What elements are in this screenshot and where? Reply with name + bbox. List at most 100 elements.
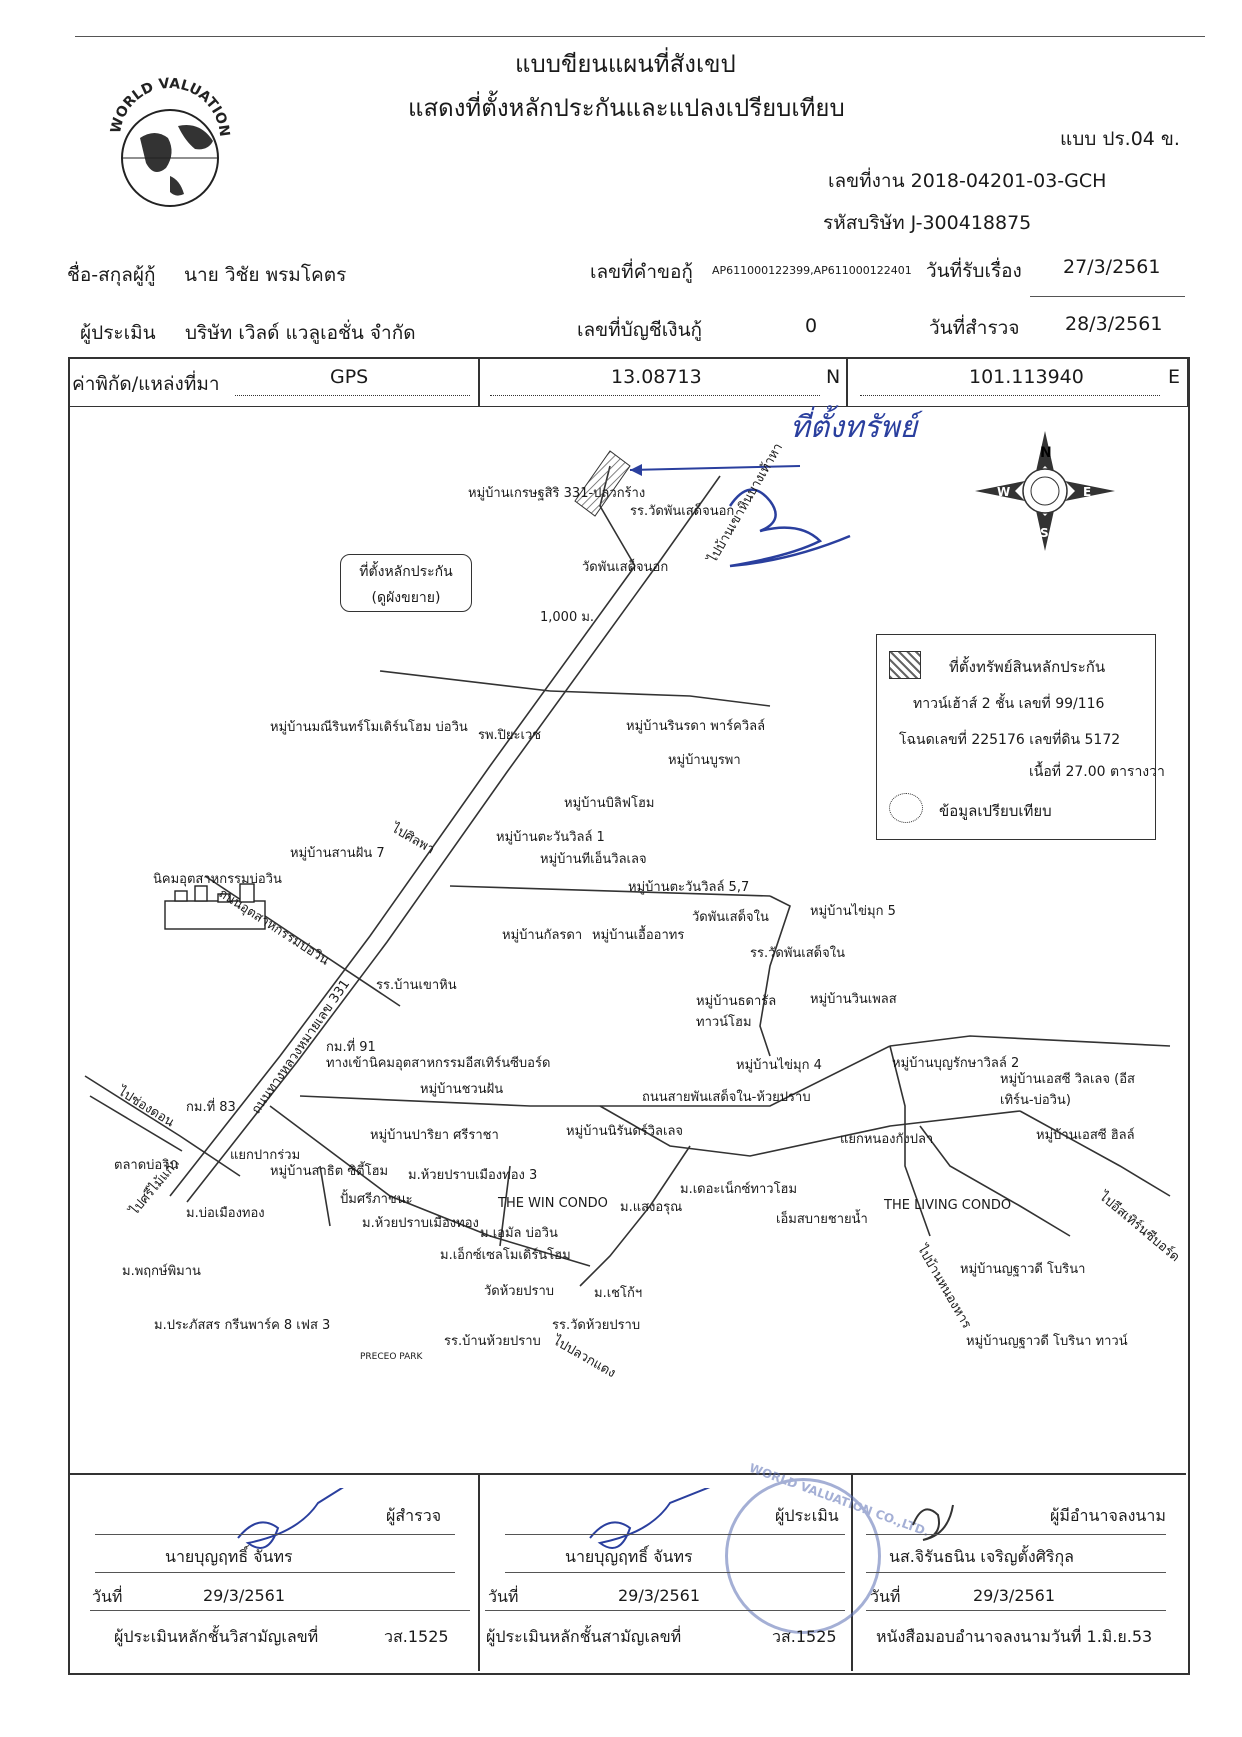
surveyor-date: 29/3/2561 bbox=[203, 1586, 286, 1605]
appraiser-license-label: ผู้ประเมินหลักชั้นสามัญเลขที่ bbox=[486, 1627, 682, 1646]
appraiser-license: วส.1525 bbox=[772, 1627, 837, 1646]
road-eastern-seaboard bbox=[1019, 1110, 1171, 1197]
map-label: ม.เอมัล บ่อวิน bbox=[480, 1226, 558, 1241]
road-chong-don-2 bbox=[89, 1095, 183, 1152]
legend-line-2: โฉนดเลขที่ 225176 เลขที่ดิน 5172 bbox=[899, 732, 1121, 748]
footer-top-rule bbox=[68, 1473, 1186, 1475]
map-label: หมู่บ้านนิรันดร์วิลเลจ bbox=[566, 1124, 684, 1139]
appraiser-role: ผู้ประเมิน bbox=[775, 1506, 839, 1525]
page-title: แบบขียนแผนที่สังเขป bbox=[515, 50, 736, 78]
map-label: ม.แสงอรุณ bbox=[620, 1200, 683, 1215]
map-label: THE WIN CONDO bbox=[498, 1196, 608, 1211]
signature-surveyor bbox=[228, 1477, 368, 1562]
signature-authorized bbox=[905, 1495, 965, 1559]
map-label: หมู่บ้านวินเพลส bbox=[810, 992, 897, 1007]
latitude: 13.08713 bbox=[611, 366, 702, 388]
appraiser-name: บริษัท เวิลด์ แวลูเอชั่น จำกัด bbox=[185, 322, 416, 344]
legend-compare: ข้อมูลเปรียบเทียบ bbox=[939, 802, 1052, 820]
compass-w: W bbox=[997, 485, 1010, 499]
compass-s: S bbox=[1040, 526, 1049, 540]
map-label: ม.ประภัสสร กรีนพาร์ค 8 เฟส 3 bbox=[154, 1318, 331, 1333]
appraiser-signer-name: นายบุญฤทธิ์ จันทร bbox=[565, 1547, 693, 1566]
survey-date: 28/3/2561 bbox=[1065, 313, 1163, 335]
name-line-3 bbox=[866, 1572, 1166, 1573]
compass-e: E bbox=[1083, 485, 1091, 499]
legend-collateral: ที่ตั้งทรัพย์สินหลักประกัน bbox=[949, 658, 1106, 676]
map-label: หมู่บ้านสานฝัน 7 bbox=[290, 846, 385, 861]
road-branch-1 bbox=[379, 670, 551, 692]
authorized-date: 29/3/2561 bbox=[973, 1586, 1056, 1605]
footer-divider-1 bbox=[478, 1473, 480, 1671]
road-tawan bbox=[449, 885, 771, 897]
legend-line-1: ทาวน์เฮ้าส์ 2 ชั้น เลขที่ 99/116 bbox=[913, 696, 1105, 712]
longitude-unit: E bbox=[1168, 366, 1181, 388]
world-valuation-logo: WORLD VALUATION bbox=[100, 68, 240, 208]
map-label: หมู่บ้านรินรดา พาร์ควิลล์ bbox=[626, 719, 766, 734]
road-chuan-fan bbox=[299, 1045, 891, 1107]
map-legend: ที่ตั้งทรัพย์สินหลักประกัน ทาวน์เฮ้าส์ 2… bbox=[876, 634, 1165, 840]
road-south-east bbox=[919, 1125, 1071, 1237]
map-label: เอ็มสบายชายน้ำ bbox=[776, 1212, 868, 1227]
coords-source-dots bbox=[235, 395, 470, 396]
map-area: N S E W ที่ตั้งหลักประกัน (ดูผังขยาย) 1,… bbox=[70, 406, 1184, 1472]
road-chong-don bbox=[84, 1075, 241, 1177]
date-line-1 bbox=[90, 1610, 470, 1611]
map-label: นิคมอุตสาหกรรมบ่อวิน bbox=[153, 872, 282, 887]
map-label: หมู่บ้านเอสซี ฮิลล์ bbox=[1036, 1128, 1135, 1143]
map-label: ม.เอ็กซ์เซลโมเดิร์นโฮม bbox=[440, 1248, 571, 1263]
distance-label: 1,000 ม. bbox=[540, 610, 595, 625]
sign-line-3 bbox=[866, 1534, 1166, 1535]
map-label: ตลาดบ่อวิน bbox=[114, 1158, 179, 1173]
company-stamp: WORLD VALUATION CO.,LTD. bbox=[725, 1461, 931, 1634]
map-label: หมู่บ้านบุญรักษาวิลล์ 2 bbox=[892, 1056, 1020, 1071]
authorized-date-label: วันที่ bbox=[870, 1587, 901, 1606]
document-frame bbox=[68, 357, 1190, 1675]
pointer-arrowhead bbox=[630, 464, 642, 476]
map-label: หมู่บ้านชวนฝัน bbox=[420, 1082, 504, 1097]
borrower-label: ชื่อ-สกุลผู้กู้ bbox=[67, 264, 156, 286]
received-date-underline bbox=[1030, 296, 1185, 297]
compass-n: N bbox=[1040, 445, 1052, 461]
coords-lon-cell bbox=[846, 357, 1188, 407]
coords-source: GPS bbox=[330, 366, 369, 388]
map-label: ม.เดอะเน็กซ์ทาวโฮม bbox=[680, 1182, 798, 1197]
form-code: แบบ ปร.04 ข. bbox=[1060, 128, 1180, 150]
map-label: หมู่บ้านญฐาวดี โบรินา ทาวน์ bbox=[966, 1334, 1128, 1349]
survey-date-label: วันที่สำรวจ bbox=[929, 317, 1020, 339]
legend-line-3: เนื้อที่ 27.00 ตารางวา bbox=[1029, 764, 1165, 780]
received-date: 27/3/2561 bbox=[1063, 256, 1161, 278]
signature-appraiser bbox=[580, 1482, 730, 1562]
coords-lat-cell bbox=[478, 357, 848, 407]
map-label: รร.บ้านเขาหิน bbox=[376, 978, 457, 993]
signature-scribble bbox=[728, 488, 851, 568]
handwritten-note: ที่ตั้งทรัพย์ bbox=[790, 410, 918, 445]
highway-331-right bbox=[186, 571, 653, 1203]
road-huaypraab bbox=[579, 1145, 691, 1287]
coords-source-cell bbox=[68, 357, 480, 407]
name-line-1 bbox=[95, 1572, 455, 1573]
map-label: หมู่บ้านตะวันวิลล์ 5,7 bbox=[628, 880, 750, 895]
map-label: ม.พฤกษ์พิมาน bbox=[122, 1264, 201, 1279]
map-label: หมู่บ้านตะวันวิลล์ 1 bbox=[496, 830, 605, 845]
map-label: หมู่บ้านไข่มุก 4 bbox=[736, 1058, 822, 1073]
top-rule bbox=[75, 36, 1205, 37]
road-east bbox=[889, 1035, 1171, 1047]
road-nongkhangpla bbox=[889, 1045, 931, 1237]
map-label: ถนนสายพันเสด็จใน-ห้วยปราบ bbox=[642, 1090, 811, 1105]
map-label: ม.ห้วยปราบเมืองทอง 3 bbox=[408, 1168, 538, 1183]
map-label: รร.วัดพันเสด็จนอก bbox=[630, 504, 735, 519]
account-no-label: เลขที่บัญชีเงินกู้ bbox=[577, 319, 703, 341]
company-code: รหัสบริษัท J-300418875 bbox=[823, 212, 1032, 234]
map-label: วัดห้วยปราบ bbox=[484, 1284, 555, 1299]
map-label: หมู่บ้านเอื้ออาทร bbox=[592, 928, 685, 943]
map-label: หมู่บ้านกัลรดา bbox=[502, 928, 583, 943]
map-label: ปั้มศรีภาชนะ bbox=[340, 1192, 413, 1207]
surveyor-role: ผู้สำรวจ bbox=[386, 1506, 442, 1525]
map-label: หมู่บ้านไข่มุก 5 bbox=[810, 904, 896, 919]
legend-compare-swatch bbox=[889, 793, 923, 823]
surveyor-name: นายบุญฤทธิ์ จันทร bbox=[165, 1547, 293, 1566]
road-network: N S E W bbox=[84, 431, 1171, 1287]
appraiser-date: 29/3/2561 bbox=[618, 1586, 701, 1605]
callout-line-2: (ดูผังขยาย) bbox=[371, 590, 441, 606]
map-label: หมู่บ้านธดารัล ทาวน์โฮม bbox=[696, 994, 777, 1030]
